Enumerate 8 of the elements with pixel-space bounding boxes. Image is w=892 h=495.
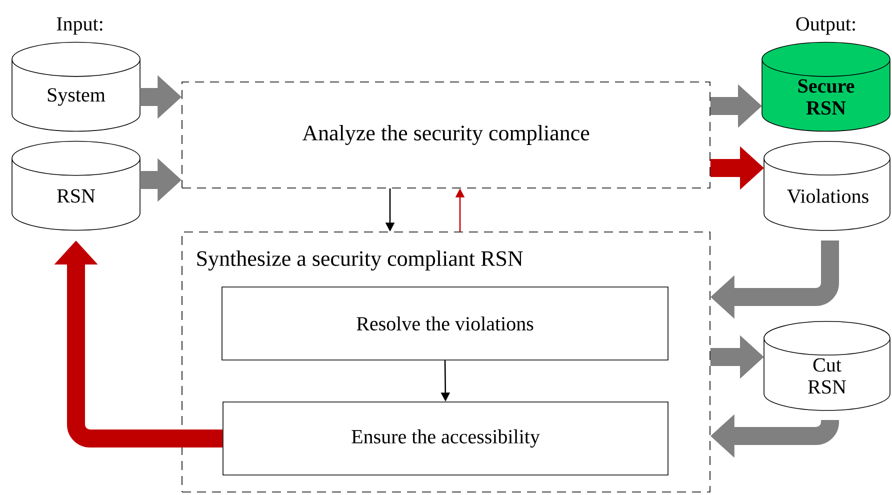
database-cylinder: Secure RSN [762, 42, 890, 132]
database-cylinder: Cut RSN [764, 321, 890, 411]
process-box: Ensure the accessibility [222, 402, 668, 476]
database-cylinder: RSN [12, 140, 140, 231]
process-box: Resolve the violations [222, 286, 668, 360]
database-cylinder: System [12, 42, 140, 132]
database-cylinder: Violations [764, 141, 890, 231]
dashed-process-box: Analyze the security compliance [182, 82, 710, 188]
